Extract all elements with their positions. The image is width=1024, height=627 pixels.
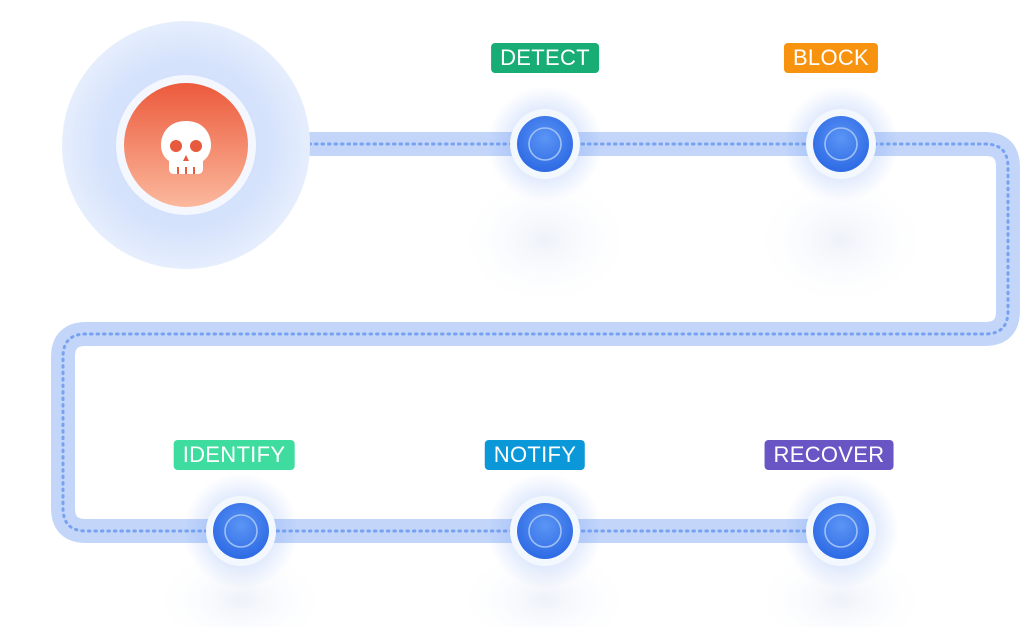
step-label-recover: RECOVER bbox=[764, 440, 894, 470]
circle-node-icon bbox=[528, 514, 562, 548]
step-label-identify: IDENTIFY bbox=[173, 440, 295, 470]
circle-node-icon bbox=[528, 127, 562, 161]
step-node-notify bbox=[487, 473, 603, 589]
step-node-identify bbox=[183, 473, 299, 589]
circle-node-icon bbox=[824, 514, 858, 548]
circle-node-icon bbox=[224, 514, 258, 548]
circle-node-icon bbox=[824, 127, 858, 161]
flow-path-dots bbox=[61, 142, 1010, 533]
skull-icon bbox=[161, 121, 211, 174]
step-label-block: BLOCK bbox=[783, 43, 879, 73]
step-label-detect: DETECT bbox=[491, 43, 599, 73]
step-node-detect bbox=[487, 86, 603, 202]
threat-source bbox=[62, 21, 310, 269]
step-label-notify: NOTIFY bbox=[484, 440, 586, 470]
step-node-recover bbox=[783, 473, 899, 589]
step-node-block bbox=[783, 86, 899, 202]
